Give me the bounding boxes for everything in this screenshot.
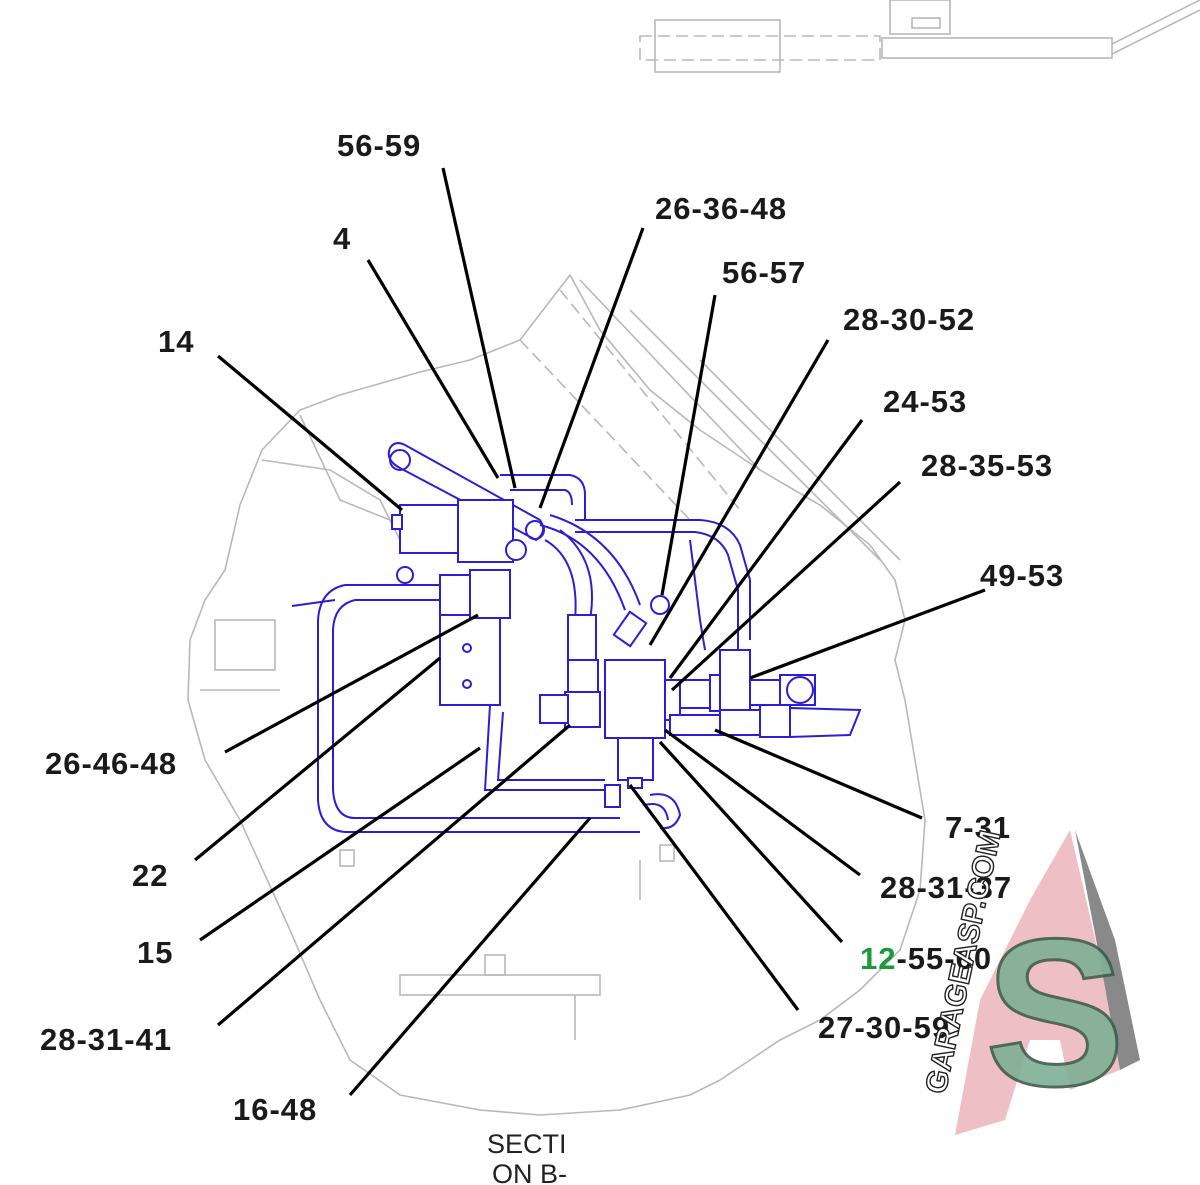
hydraulic-assembly: [291, 442, 862, 833]
callout-28-31-41: 28-31-41: [40, 1022, 172, 1057]
callout-56-59: 56-59: [337, 128, 421, 163]
callout-15: 15: [137, 935, 173, 970]
callout-28-30-52: 28-30-52: [843, 302, 975, 337]
callout-labels: 56-59 4 26-36-48 56-57 14 28-30-52 24-53…: [40, 128, 1064, 1185]
watermark-a-shape: [955, 830, 1120, 1135]
section-label-line1: SECTI: [487, 1129, 567, 1159]
callout-4: 4: [333, 221, 351, 256]
callout-12-suffix: -55-60: [896, 941, 992, 976]
callout-22: 22: [132, 858, 168, 893]
callout-56-57: 56-57: [722, 255, 806, 290]
callout-28-35-53: 28-35-53: [921, 448, 1053, 483]
leader-lines: [193, 167, 986, 1097]
watermark-a-shadow: [1075, 830, 1140, 1070]
callout-16-48: 16-48: [233, 1092, 317, 1127]
callout-27-30-59: 27-30-59: [818, 1010, 950, 1045]
chassis-ghost-outline: [187, 273, 926, 1116]
callout-14: 14: [158, 324, 194, 359]
callout-26-36-48: 26-36-48: [655, 191, 787, 226]
callout-12-highlight: 12: [860, 941, 896, 976]
callout-26-46-48: 26-46-48: [45, 746, 177, 781]
callout-28-31-37: 28-31-37: [880, 870, 1012, 905]
callout-12-55-60: 12-55-60: [860, 941, 992, 976]
callout-7-31: 7-31: [945, 810, 1011, 845]
section-label-line2: ON B-: [492, 1159, 567, 1185]
callout-49-53: 49-53: [980, 558, 1064, 593]
upper-ghost-assembly: [639, 0, 1200, 73]
callout-24-53: 24-53: [883, 384, 967, 419]
watermark-s-letter: S: [985, 895, 1125, 1130]
